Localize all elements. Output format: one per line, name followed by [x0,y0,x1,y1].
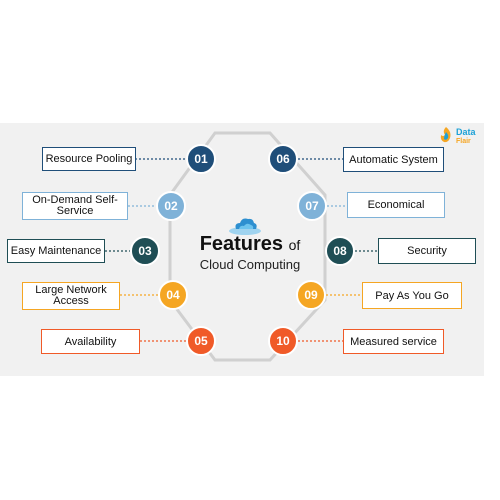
feature-label-04: Large Network Access [22,282,120,310]
feature-label-05: Availability [41,329,140,354]
feature-number-05: 05 [186,326,216,356]
feature-label-06: Automatic System [343,147,444,172]
feature-number-01: 01 [186,144,216,174]
cloud-icon [229,218,261,235]
feature-number-06: 06 [268,144,298,174]
title-of: of [288,237,301,253]
feature-number-03: 03 [130,236,160,266]
feature-number-04: 04 [158,280,188,310]
feature-label-08: Security [378,238,476,264]
flame-logo-icon [440,127,451,143]
diagram-title: Features of Cloud Computing [185,233,315,272]
feature-label-07: Economical [347,192,445,218]
feature-number-02: 02 [156,191,186,221]
feature-label-01: Resource Pooling [42,147,136,171]
title-main: Features [199,233,284,255]
logo-line1: Data [456,127,476,137]
logo-line2: Flair [456,138,471,145]
feature-number-10: 10 [268,326,298,356]
feature-number-09: 09 [296,280,326,310]
feature-number-08: 08 [325,236,355,266]
feature-label-10: Measured service [343,329,444,354]
feature-label-09: Pay As You Go [362,282,462,309]
feature-number-07: 07 [297,191,327,221]
feature-label-03: Easy Maintenance [7,239,105,263]
title-sub: Cloud Computing [199,257,301,272]
feature-label-02: On-Demand Self-Service [22,192,128,220]
